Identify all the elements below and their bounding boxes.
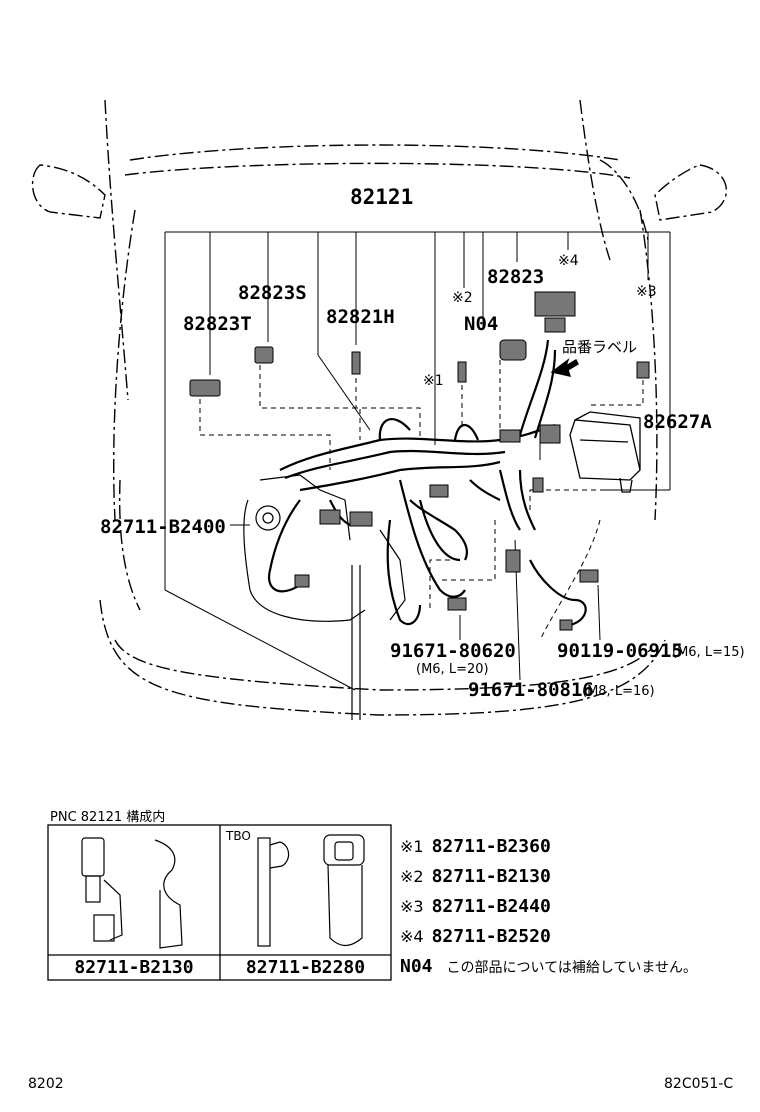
legend-mark: ※1 [400,837,424,856]
inset-right-part: 82711-B2280 [245,957,366,978]
inset-tbo-tag: TBO [226,829,251,843]
part-91671-80620-spec: (M6, L=20) [416,662,489,677]
n04-code: N04 [400,956,433,977]
legend-row-3: ※3 82711-B2440 [400,896,551,917]
part-91671-80816-spec: (M8, L=16) [582,684,655,699]
inset-caption: PNC 82121 構成内 [50,810,166,825]
legend-mark: ※4 [400,927,424,946]
part-82121-label: 82121 [350,185,414,209]
part-82711-B2400-label: 82711-B2400 [100,516,226,538]
part-82823S-label: 82823S [238,282,307,304]
leader-lines [164,231,671,691]
vehicle-outline [31,99,728,716]
engine-block [243,474,406,720]
footer-right-code: 82C051-C [664,1076,734,1092]
legend-part: 82711-B2130 [431,866,551,887]
footer-left-code: 8202 [28,1076,64,1092]
inset-boxes [47,824,392,981]
legend-row-2: ※2 82711-B2130 [400,866,551,887]
harness-bundle [267,339,587,627]
legend-row-4: ※4 82711-B2520 [400,926,551,947]
n04-note-row: N04 この部品については補給していません。 [400,956,697,977]
legend-part: 82711-B2360 [431,836,551,857]
legend-mark: ※2 [400,867,424,886]
legend-part: 82711-B2440 [431,896,551,917]
hinban-label-text: 品番ラベル [562,338,638,356]
part-91671-80816-label: 91671-80816 [468,679,594,701]
inset-left-part: 82711-B2130 [74,957,194,978]
label-arrow [550,358,579,377]
mark-4-label: ※4 [558,253,579,269]
legend-mark: ※3 [400,897,424,916]
part-90119-06915-label: 90119-06915 [557,640,683,662]
n04-note-text: この部品については補給していません。 [446,960,697,976]
legend-row-1: ※1 82711-B2360 [400,836,551,857]
dashed-leaders [199,360,644,641]
mark-3-label: ※3 [636,284,657,300]
mark-1-label: ※1 [423,373,444,389]
connectors [189,291,650,631]
part-91671-80620-label: 91671-80620 [390,640,516,662]
inset-clip-82711-B2280 [257,834,365,947]
legend-part: 82711-B2520 [431,926,551,947]
part-82823-label: 82823 [487,266,545,288]
part-82821H-label: 82821H [326,306,395,328]
part-82823T-label: 82823T [183,313,252,335]
part-82627A-label: 82627A [643,411,712,433]
part-90119-06915-spec: (M6, L=15) [672,645,745,660]
n04-label: N04 [464,313,499,335]
mark-2-label: ※2 [452,290,473,306]
relay-block-82627A [569,411,641,493]
inset-clip-82711-B2130 [81,837,183,949]
